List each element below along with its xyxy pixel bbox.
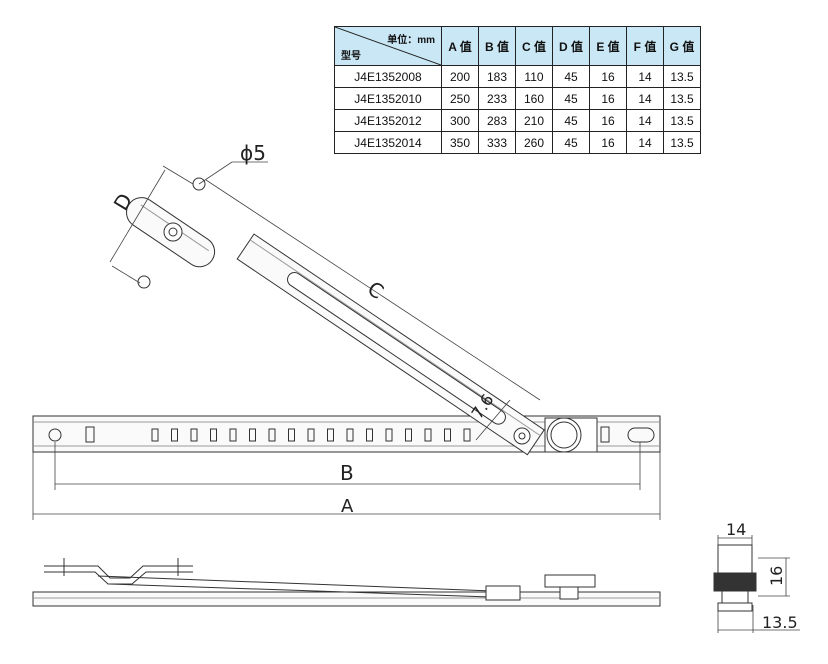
value-cell: 16: [589, 65, 627, 88]
header-e: E 值: [589, 26, 627, 66]
rail-slots: [151, 428, 471, 442]
rail-slot: [190, 428, 198, 442]
value-cell: 45: [552, 131, 590, 154]
label-sixteen: 16: [767, 566, 786, 586]
value-cell: 260: [515, 131, 553, 154]
label-C: C: [363, 276, 388, 304]
value-cell: 45: [552, 87, 590, 110]
value-cell: 210: [515, 109, 553, 132]
value-cell: 333: [478, 131, 516, 154]
label-A: A: [341, 496, 354, 517]
value-cell: 350: [441, 131, 479, 154]
end-profile: [713, 544, 757, 612]
value-cell: 16: [589, 109, 627, 132]
label-diameter: ϕ5: [240, 141, 266, 165]
rail-slot: [444, 428, 451, 442]
rail-slot: [307, 428, 315, 442]
spec-table: 单位：mm 型号 A 值 B 值 C 值 D 值 E 值 F 值 G 值 J4E…: [334, 26, 701, 154]
rail-slot: [385, 428, 393, 442]
value-cell: 110: [515, 65, 553, 88]
value-cell: 13.5: [663, 131, 701, 154]
rail-slot: [229, 428, 237, 442]
value-cell: 14: [626, 109, 664, 132]
value-cell: 160: [515, 87, 553, 110]
value-cell: 283: [478, 109, 516, 132]
model-label: 型号: [341, 51, 361, 62]
rail-slot: [366, 428, 373, 442]
value-cell: 14: [626, 65, 664, 88]
header-f: F 值: [626, 26, 664, 66]
dimension-lines: [32, 161, 800, 633]
model-cell: J4E1352008: [334, 65, 442, 88]
slider-knob: [544, 417, 598, 453]
corner-cell: 单位：mm 型号: [334, 26, 442, 66]
label-thirteen-five: 13.5: [762, 613, 798, 632]
header-b: B 值: [478, 26, 516, 66]
label-B: B: [340, 461, 354, 485]
value-cell: 13.5: [663, 87, 701, 110]
rail-slot: [346, 428, 354, 442]
rail-slot: [171, 428, 178, 442]
value-cell: 16: [589, 87, 627, 110]
side-view: [32, 558, 661, 607]
diagonal-arm: [236, 233, 545, 456]
model-cell: J4E1352010: [334, 87, 442, 110]
value-cell: 45: [552, 65, 590, 88]
value-cell: 16: [589, 131, 627, 154]
model-cell: J4E1352012: [334, 109, 442, 132]
rail-slot: [424, 428, 432, 442]
rail-slot: [327, 428, 334, 442]
rail-slot: [151, 428, 159, 442]
value-cell: 250: [441, 87, 479, 110]
value-cell: 233: [478, 87, 516, 110]
value-cell: 200: [441, 65, 479, 88]
model-cell: J4E1352014: [334, 131, 442, 154]
header-a: A 值: [441, 26, 479, 66]
rail-slot: [249, 428, 256, 442]
value-cell: 45: [552, 109, 590, 132]
value-cell: 13.5: [663, 109, 701, 132]
value-cell: 14: [626, 87, 664, 110]
unit-label: 单位：mm: [387, 35, 435, 46]
rail-slot: [405, 428, 412, 442]
rail-slot: [210, 428, 217, 442]
table-header-row: 单位：mm 型号 A 值 B 值 C 值 D 值 E 值 F 值 G 值: [334, 26, 701, 66]
rail-slot: [463, 428, 471, 442]
value-cell: 13.5: [663, 65, 701, 88]
value-cell: 300: [441, 109, 479, 132]
header-g: G 值: [663, 26, 701, 66]
rail-slot: [268, 428, 276, 442]
arm-pivot: [513, 427, 531, 445]
header-c: C 值: [515, 26, 553, 66]
rail-slot: [288, 428, 295, 442]
label-fourteen: 14: [726, 520, 746, 539]
value-cell: 14: [626, 131, 664, 154]
header-d: D 值: [552, 26, 590, 66]
value-cell: 183: [478, 65, 516, 88]
